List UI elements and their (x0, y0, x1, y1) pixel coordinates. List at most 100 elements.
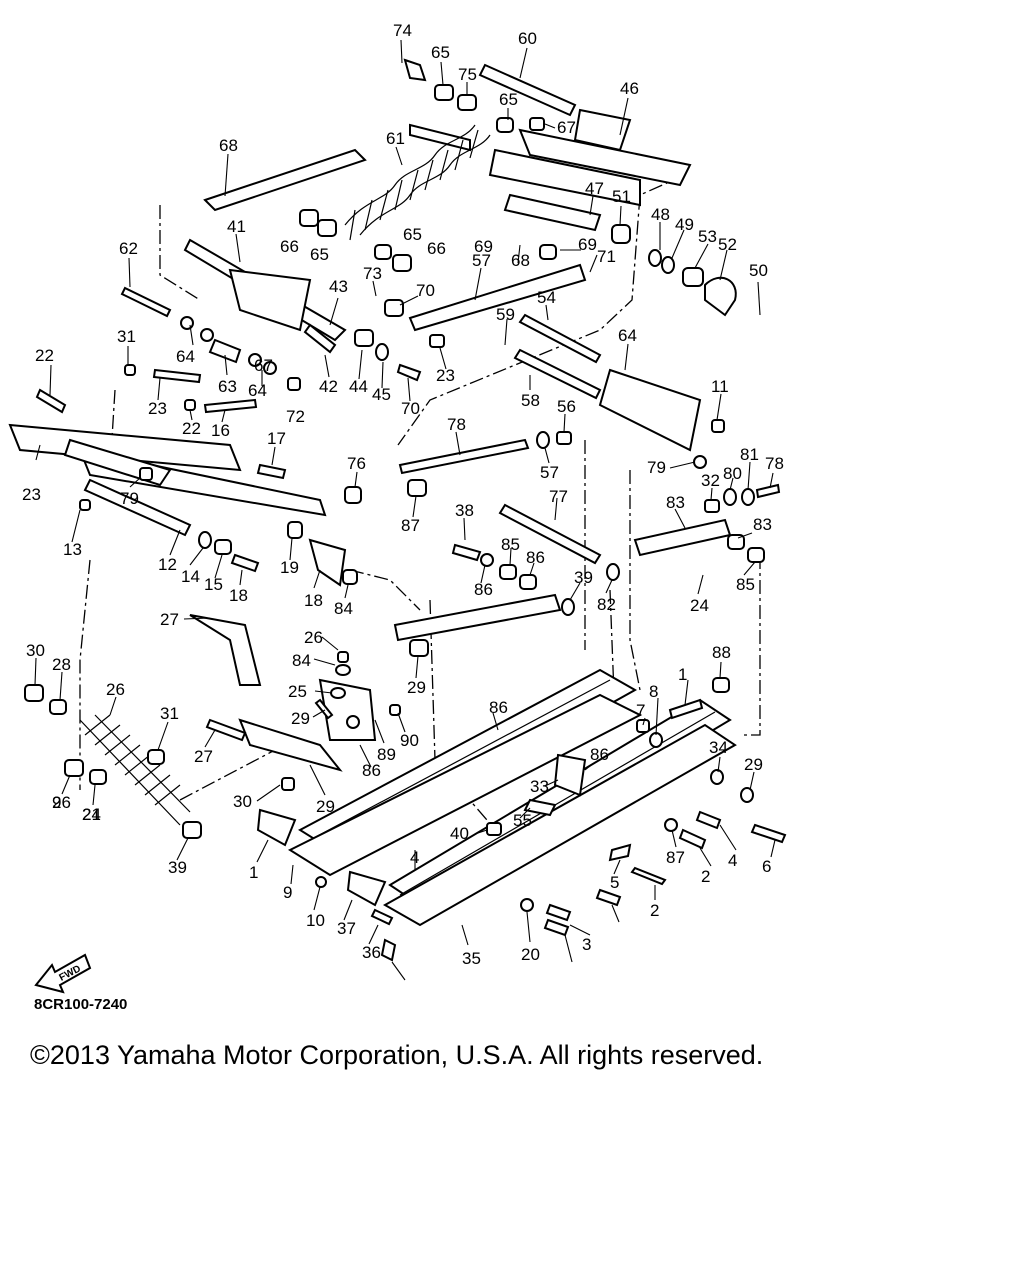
callout-11: 11 (711, 377, 729, 396)
callout-69: 69 (578, 235, 597, 254)
callout-68: 68 (219, 136, 238, 155)
callout-46: 46 (620, 79, 639, 98)
callout-50: 50 (749, 261, 768, 280)
callout-29: 29 (316, 797, 335, 816)
suspension-parts-diagram: FWD (8, 21, 787, 994)
callout-35: 35 (462, 949, 481, 968)
callout-52: 52 (718, 235, 737, 254)
callout-47: 47 (585, 179, 604, 198)
callout-29: 29 (744, 755, 763, 774)
leader-lines (34, 39, 776, 981)
middle-assembly (393, 313, 781, 657)
copyright-notice: ©2013 Yamaha Motor Corporation, U.S.A. A… (30, 1040, 764, 1070)
diagram-code: 8CR100-7240 (34, 996, 128, 1013)
callout-86: 86 (489, 698, 508, 717)
slide-rail-assembly (256, 668, 787, 962)
callout-23: 23 (148, 399, 167, 418)
callout-13: 13 (63, 540, 82, 559)
callout-76: 76 (347, 454, 366, 473)
callout-79: 79 (120, 489, 139, 508)
callout-85: 85 (736, 575, 755, 594)
callout-90: 90 (400, 731, 419, 750)
callout-44: 44 (349, 377, 368, 396)
callout-41: 41 (227, 217, 246, 236)
callout-10: 10 (306, 911, 325, 930)
callout-74: 74 (393, 21, 412, 40)
callout-48: 48 (651, 205, 670, 224)
callout-70: 70 (401, 399, 420, 418)
callout-4: 4 (728, 851, 737, 870)
callout-83: 83 (666, 493, 685, 512)
callout-83: 83 (753, 515, 772, 534)
callout-84: 84 (292, 651, 311, 670)
callout-6: 6 (762, 857, 771, 876)
callout-18: 18 (229, 586, 248, 605)
callout-64: 64 (248, 381, 267, 400)
forward-direction-arrow: FWD (34, 953, 92, 994)
callout-34: 34 (709, 738, 728, 757)
callout-55: 55 (513, 811, 532, 830)
callout-67: 67 (254, 356, 273, 375)
callout-40: 40 (450, 824, 469, 843)
callout-3: 3 (582, 935, 591, 954)
callout-87: 87 (666, 848, 685, 867)
callout-2: 2 (701, 867, 710, 886)
callout-25: 25 (288, 682, 307, 701)
callout-7: 7 (636, 701, 645, 720)
callout-51: 51 (612, 187, 631, 206)
callout-23: 23 (436, 366, 455, 385)
callout-23: 23 (22, 485, 41, 504)
callout-67: 67 (557, 118, 576, 137)
callout-79: 79 (647, 458, 666, 477)
callout-71: 71 (597, 247, 616, 266)
callout-85: 85 (501, 535, 520, 554)
callout-88: 88 (712, 643, 731, 662)
callout-87: 87 (401, 516, 420, 535)
callout-26: 26 (106, 680, 125, 699)
callout-77: 77 (549, 487, 568, 506)
callout-21: 21 (82, 805, 101, 824)
callout-65: 65 (499, 90, 518, 109)
callout-66: 66 (280, 237, 299, 256)
callout-14: 14 (181, 567, 200, 586)
callout-60: 60 (518, 29, 537, 48)
callout-58: 58 (521, 391, 540, 410)
callout-27: 27 (194, 747, 213, 766)
callout-15: 15 (204, 575, 223, 594)
callout-1: 1 (678, 665, 687, 684)
callout-65: 65 (403, 225, 422, 244)
callout-73: 73 (363, 264, 382, 283)
callout-38: 38 (455, 501, 474, 520)
callout-2: 2 (650, 901, 659, 920)
callout-1: 1 (249, 863, 258, 882)
callout-39: 39 (168, 858, 187, 877)
callout-30: 30 (26, 641, 45, 660)
callout-45: 45 (372, 385, 391, 404)
callout-33: 33 (530, 777, 549, 796)
callout-16: 16 (211, 421, 230, 440)
callout-19: 19 (280, 558, 299, 577)
upper-arm-assembly (403, 58, 692, 232)
callout-26: 26 (52, 793, 71, 812)
callout-17: 17 (267, 429, 286, 448)
callout-29: 29 (407, 678, 426, 697)
callout-86: 86 (362, 761, 381, 780)
callout-26: 26 (304, 628, 323, 647)
callout-24: 24 (82, 805, 101, 824)
rear-shock-assembly (24, 614, 401, 839)
callout-62: 62 (119, 239, 138, 258)
callout-68: 68 (511, 251, 530, 270)
callout-4: 4 (410, 848, 419, 867)
callout-37: 37 (337, 919, 356, 938)
callout-31: 31 (160, 704, 179, 723)
callout-81: 81 (740, 445, 759, 464)
callout-86: 86 (474, 580, 493, 599)
callout-57: 57 (472, 251, 491, 270)
callout-70: 70 (416, 281, 435, 300)
callout-75: 75 (458, 65, 477, 84)
callout-24: 24 (690, 596, 709, 615)
callout-31: 31 (117, 327, 136, 346)
callout-9: 9 (283, 883, 292, 902)
callout-69: 69 (474, 237, 493, 256)
